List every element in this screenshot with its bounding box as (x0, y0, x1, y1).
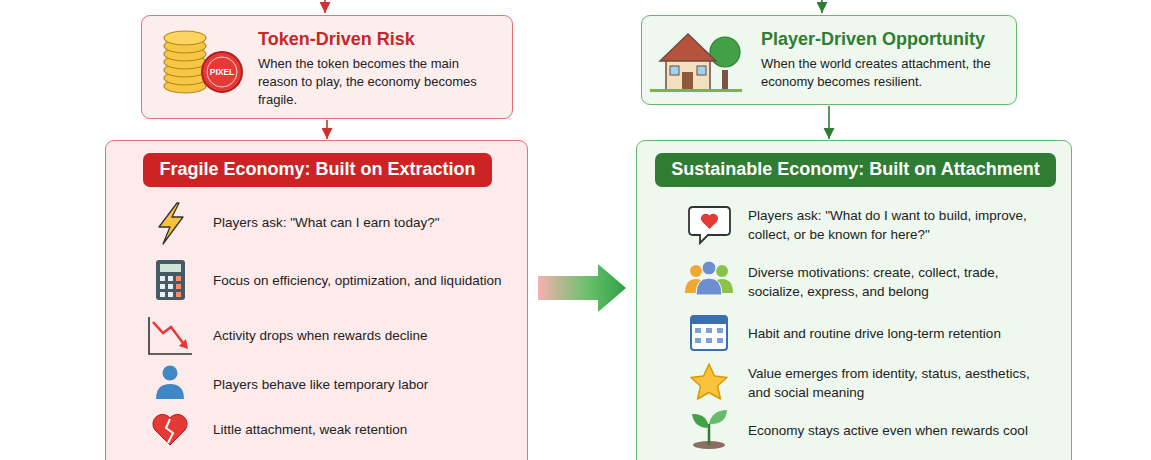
list-item: Diverse motivations: create, collect, tr… (748, 264, 1046, 301)
flow-arrow (326, 120, 328, 139)
sprout-leaf (709, 410, 727, 424)
opportunity-box: Player-Driven OpportunityWhen the world … (641, 15, 1017, 105)
calculator-key (160, 284, 165, 289)
calendar-band (691, 316, 727, 324)
house-window (697, 66, 706, 75)
heart (153, 414, 187, 445)
sustainable-economy-panel: Players ask: "What do I want to build, i… (636, 140, 1072, 460)
coin (164, 31, 206, 45)
panel-heading-text: Sustainable Economy: Built on Attachment (671, 157, 1039, 182)
box-fill (636, 140, 1072, 460)
fragile-economy-panel: Players ask: "What can I earn today?" Foc… (105, 140, 528, 460)
sprout-icon (692, 410, 727, 449)
incoming-arrow (821, 0, 823, 13)
house-wall (666, 58, 710, 90)
calendar-day (695, 338, 701, 343)
person-head (702, 261, 716, 275)
calendar-day (717, 328, 723, 333)
list-item: Focus on efficiency, optimization, and l… (213, 272, 513, 291)
calculator-body (156, 260, 185, 300)
calculator-key (160, 276, 165, 281)
list-item: Economy stays active even when rewards c… (748, 422, 1046, 441)
coin-label: PIXEL (210, 67, 235, 77)
list-item: Activity drops when rewards decline (213, 327, 513, 346)
calculator-key (176, 292, 181, 297)
house-window (670, 66, 679, 75)
chart-line (153, 322, 183, 343)
calendar-icon (691, 316, 727, 350)
list-item: Players ask: "What can I earn today?" (213, 214, 513, 233)
person-body (156, 384, 184, 399)
house-roof (660, 34, 716, 61)
person-head (163, 366, 178, 381)
flow-arrow (828, 106, 830, 139)
sprout-leaf (692, 414, 709, 428)
box-heading: Player-Driven Opportunity (761, 29, 985, 50)
calculator-icon (156, 260, 185, 300)
heart-crack (166, 419, 173, 443)
house-door (682, 72, 693, 90)
heart (701, 214, 718, 229)
list-item: Habit and routine drive long-term retent… (748, 325, 1046, 344)
box-fill (641, 15, 1017, 105)
box-heading: Token-Driven Risk (258, 29, 415, 50)
calendar-day (706, 328, 712, 333)
box-body: When the token becomes the main reason t… (258, 55, 500, 110)
list-item: Players behave like temporary labor (213, 376, 513, 395)
incoming-arrow (324, 0, 326, 13)
panel-heading: Fragile Economy: Built on Extraction (143, 153, 492, 187)
calculator-key (168, 276, 173, 281)
chat-heart-icon (689, 207, 730, 243)
people-icon (685, 261, 733, 295)
grass (650, 89, 742, 92)
person-head (716, 265, 728, 277)
calculator-key (160, 292, 165, 297)
list-item: Value emerges from identity, status, aes… (748, 365, 1046, 402)
list-item: Little attachment, weak retention (213, 421, 513, 440)
broken-heart-icon (153, 414, 187, 445)
box-body: When the world creates attachment, the e… (761, 55, 1001, 91)
calculator-key (168, 284, 173, 289)
house-icon (650, 34, 742, 92)
calendar-day (695, 328, 701, 333)
coin-stack-icon (164, 31, 206, 93)
token-coin (202, 52, 242, 92)
panel-heading: Sustainable Economy: Built on Attachment (655, 153, 1056, 187)
chart-arrowhead (179, 339, 188, 349)
calculator-key (168, 292, 173, 297)
calculator-key (176, 276, 181, 281)
transition-arrow (538, 264, 626, 312)
falling-chart-icon (149, 317, 192, 354)
person-body (696, 278, 722, 295)
calendar-day (717, 338, 723, 343)
chat-bubble (689, 207, 730, 243)
person-icon (156, 366, 184, 400)
tree-crown (710, 37, 740, 67)
list-item: Players ask: "What do I want to build, i… (748, 207, 1046, 244)
calendar-day (706, 338, 712, 343)
risk-box: Token-Driven RiskWhen the token becomes … (141, 15, 513, 119)
box-fill (105, 140, 528, 460)
panel-heading-text: Fragile Economy: Built on Extraction (159, 157, 475, 182)
calendar-body (691, 316, 727, 350)
tree-trunk (722, 70, 728, 90)
calculator-key (176, 284, 181, 289)
calculator-screen (160, 264, 181, 272)
token-coin-ring (207, 57, 237, 87)
person-head (690, 265, 702, 277)
lightning-icon (159, 203, 183, 244)
box-fill (141, 15, 513, 119)
star-icon (691, 364, 727, 399)
chart-axes (149, 317, 192, 354)
